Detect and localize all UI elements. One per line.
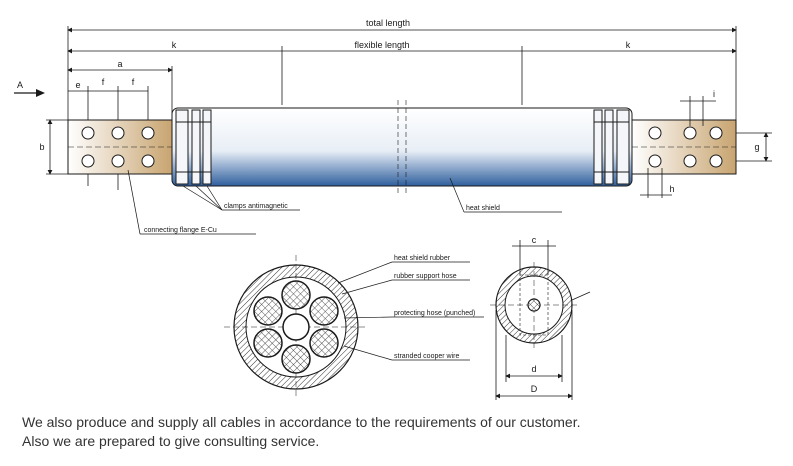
- caption-line-2: Also we are prepared to give consulting …: [22, 433, 320, 449]
- cross-section-leaders: [337, 261, 484, 361]
- left-connecting-flange: [67, 119, 173, 175]
- caption-line-1: We also produce and supply all cables in…: [22, 414, 581, 430]
- total-length-dimension: [67, 26, 737, 120]
- g-label: g: [754, 142, 759, 152]
- i-h-g-dimensions: [640, 96, 772, 198]
- clamps-leader: [182, 185, 300, 211]
- k-flexible-dimension: [67, 46, 737, 105]
- d-label: d: [531, 364, 536, 374]
- right-connecting-flange: [631, 119, 737, 175]
- heat-shield-body: [171, 100, 633, 195]
- flange-callout: connecting flange E-Cu: [144, 227, 217, 234]
- total-length-label: total length: [366, 18, 410, 28]
- k-left-label: k: [172, 40, 177, 50]
- left-clamps: [175, 109, 212, 185]
- a-dimension: [67, 66, 173, 120]
- protecting-hose-callout: protecting hose (punched): [394, 310, 475, 317]
- view-arrow-label: A: [17, 80, 23, 90]
- h-label: h: [669, 184, 674, 194]
- heat-shield-rubber-callout: heat shield rubber: [394, 255, 451, 262]
- flange-leader: [127, 169, 256, 235]
- b-label: b: [39, 142, 44, 152]
- heat-shield-leader: [449, 177, 562, 213]
- a-label: a: [117, 59, 122, 69]
- i-label: i: [713, 89, 715, 99]
- right-clamps: [593, 109, 630, 185]
- heat-shield-callout: heat shield: [466, 205, 500, 212]
- k-right-label: k: [626, 40, 631, 50]
- end-view: [490, 262, 578, 348]
- rubber-support-hose-callout: rubber support hose: [394, 273, 457, 280]
- c-label: c: [532, 235, 537, 245]
- stranded-wire-callout: stranded cooper wire: [394, 353, 459, 360]
- f-label-1: f: [102, 77, 105, 87]
- e-label: e: [75, 80, 80, 90]
- f-label-2: f: [132, 77, 135, 87]
- b-dimension: [46, 119, 68, 175]
- D-label: D: [531, 384, 538, 394]
- end-view-dimensions: [495, 240, 591, 400]
- cable-cross-section: [224, 255, 368, 399]
- copper-strands: [253, 280, 339, 374]
- flexible-length-label: flexible length: [354, 40, 409, 50]
- view-arrow: [14, 89, 45, 97]
- clamps-callout: clamps antimagnetic: [224, 203, 288, 210]
- cable-technical-drawing: total length k flexible length k a e f f…: [14, 18, 772, 400]
